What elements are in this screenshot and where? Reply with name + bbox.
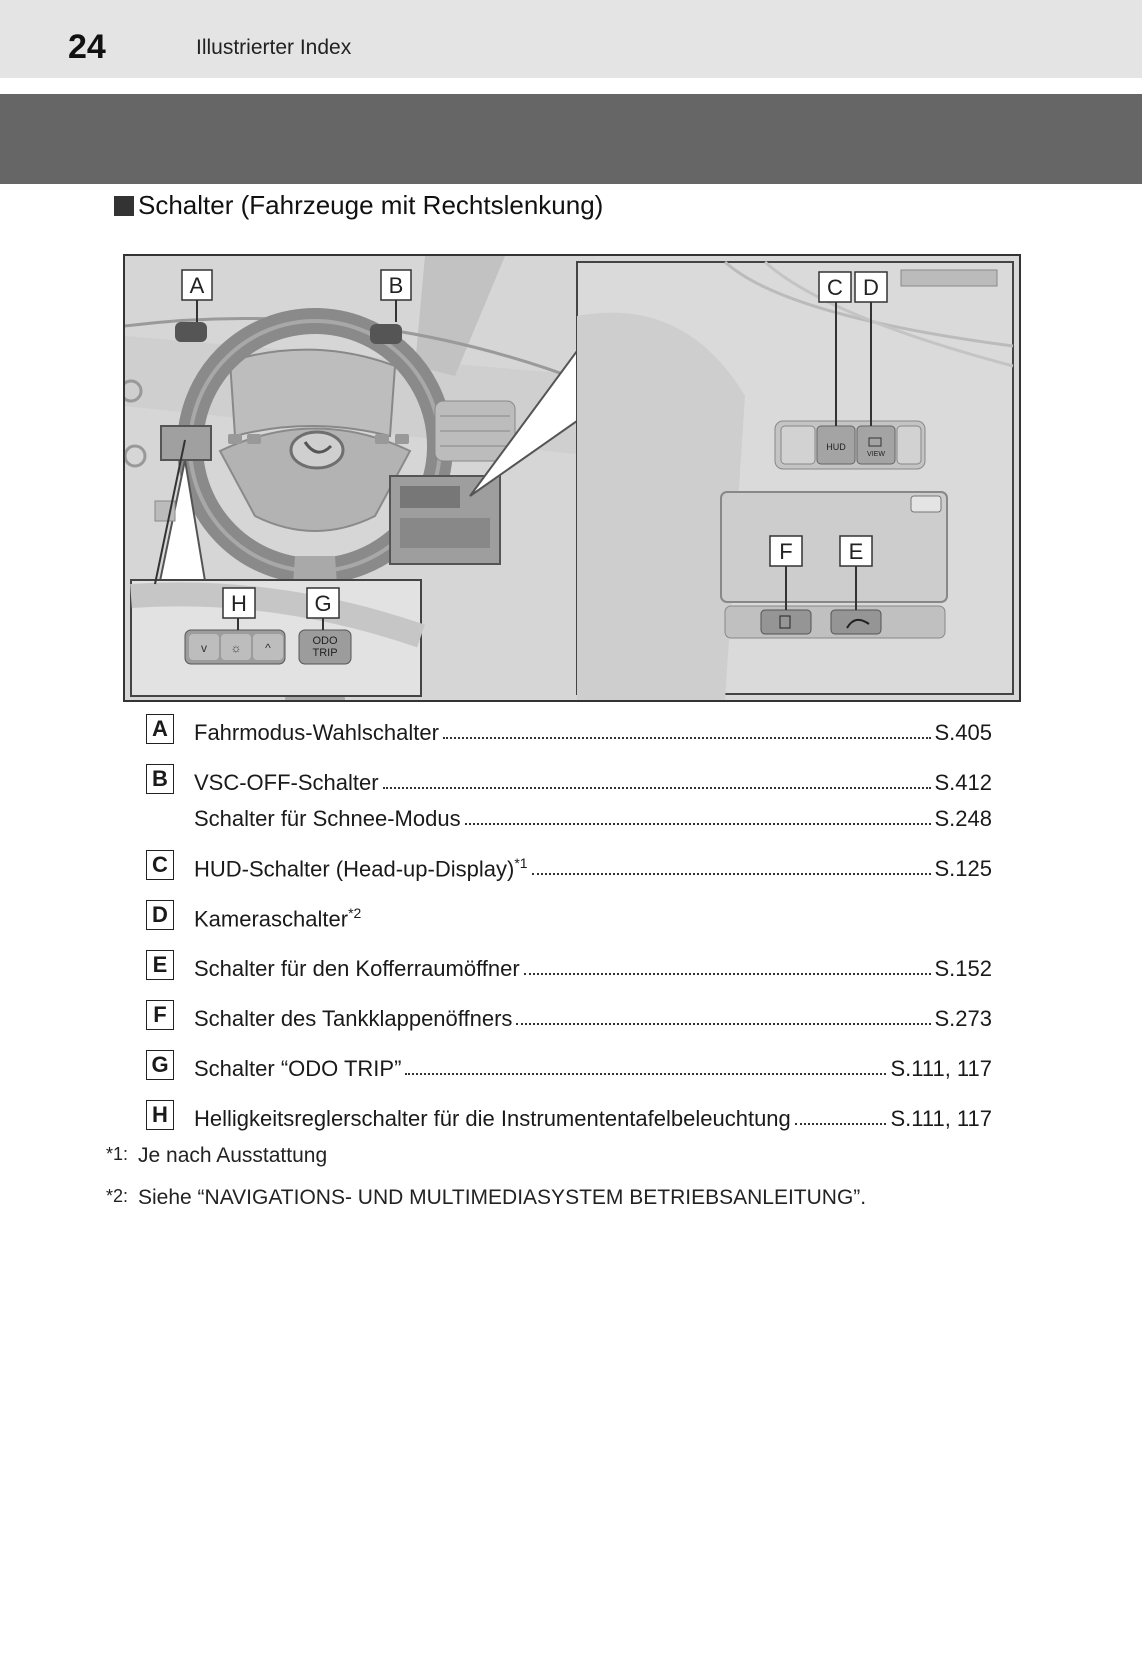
list-item: Schalter für Schnee-Modus S.248: [146, 800, 992, 832]
page-reference: S.405: [934, 720, 993, 745]
svg-text:v: v: [201, 641, 207, 655]
item-letter-badge: F: [146, 1000, 174, 1030]
footnote-marker: *2:: [106, 1186, 129, 1206]
view-label: VIEW: [867, 451, 885, 458]
leader-dots: [516, 1023, 931, 1025]
list-item: H Helligkeitsreglerschalter für die Inst…: [146, 1100, 992, 1132]
item-letter-badge: G: [146, 1050, 174, 1080]
page-reference: S.111, 117: [890, 1056, 992, 1081]
list-item: C HUD-Schalter (Head-up-Display)*1 S.125: [146, 850, 992, 882]
footnote-marker: *1:: [106, 1144, 129, 1164]
list-item: F Schalter des Tankklappenöffners S.273: [146, 1000, 992, 1032]
page-reference: S.152: [934, 956, 993, 981]
page-reference: S.412: [934, 770, 993, 795]
trip-label: TRIP: [312, 647, 337, 659]
callout-C-letter: C: [827, 275, 843, 300]
footnote-mark: *1: [514, 854, 528, 871]
callout-F-letter: F: [779, 539, 792, 564]
section-heading: Schalter (Fahrzeuge mit Rechtslenkung): [114, 190, 603, 221]
leader-dots: [405, 1073, 887, 1075]
page-reference: S.273: [934, 1006, 993, 1031]
heading-text: Schalter (Fahrzeuge mit Rechtslenkung): [138, 190, 604, 220]
dashboard-svg: v ☼ ^ ODO TRIP HUD VIEW: [125, 256, 1014, 700]
list-item: D Kameraschalter*2: [146, 900, 992, 932]
footnote-mark: *2: [348, 904, 362, 921]
footnote-text: Je nach Ausstattung: [138, 1144, 328, 1167]
callout-B: B: [380, 269, 412, 301]
item-letter-badge: A: [146, 714, 174, 744]
callout-H: H: [222, 587, 256, 619]
header-band: [0, 0, 1142, 78]
callout-E-letter: E: [849, 539, 864, 564]
item-letter-badge: B: [146, 764, 174, 794]
section-title: Illustrierter Index: [196, 36, 352, 59]
page-reference: S.125: [934, 856, 993, 881]
footnote-1: *1: Je nach Ausstattung: [106, 1144, 327, 1168]
callout-A-letter: A: [190, 273, 205, 298]
list-item: A Fahrmodus-Wahlschalter S.405: [146, 714, 992, 746]
item-label: Schalter für Schnee-Modus: [194, 806, 461, 831]
callout-D: D: [854, 271, 888, 303]
item-label: Schalter des Tankklappenöffners: [194, 1006, 513, 1031]
item-label: Helligkeitsreglerschalter für die Instru…: [194, 1106, 791, 1131]
callout-G-letter: G: [314, 591, 331, 616]
leader-dots: [531, 873, 931, 875]
item-letter-badge: E: [146, 950, 174, 980]
item-letter-badge: C: [146, 850, 174, 880]
item-label: Fahrmodus-Wahlschalter: [194, 720, 439, 745]
leader-dots: [382, 787, 931, 789]
leader-dots: [523, 973, 931, 975]
page-number: 24: [68, 28, 106, 66]
dashboard-illustration: v ☼ ^ ODO TRIP HUD VIEW: [123, 254, 1021, 702]
item-letter-badge: H: [146, 1100, 174, 1130]
leader-dots: [794, 1123, 887, 1125]
list-item: G Schalter “ODO TRIP” S.111, 117: [146, 1050, 992, 1082]
leader-dots: [442, 737, 931, 739]
footnote-text: Siehe “NAVIGATIONS- UND MULTIMEDIASYSTEM…: [138, 1186, 867, 1209]
heading-square-icon: [114, 195, 134, 216]
item-label: Schalter für den Kofferraumöffner: [194, 956, 520, 981]
page-reference: S.248: [934, 806, 993, 831]
svg-text:☼: ☼: [231, 641, 242, 655]
callout-H-letter: H: [231, 591, 247, 616]
hud-label: HUD: [826, 442, 846, 452]
item-label: VSC-OFF-Schalter: [194, 770, 379, 795]
callout-B-letter: B: [389, 273, 404, 298]
item-label: Kameraschalter*2: [194, 904, 362, 931]
svg-text:^: ^: [265, 641, 271, 655]
callout-F: F: [769, 535, 803, 567]
list-item: B VSC-OFF-Schalter S.412: [146, 764, 992, 796]
odo-label: ODO: [312, 635, 338, 647]
item-label: Schalter “ODO TRIP”: [194, 1056, 402, 1081]
callout-E: E: [839, 535, 873, 567]
callout-D-letter: D: [863, 275, 879, 300]
list-item: E Schalter für den Kofferraumöffner S.15…: [146, 950, 992, 982]
leader-dots: [464, 823, 931, 825]
footnote-2: *2: Siehe “NAVIGATIONS- UND MULTIMEDIASYS…: [106, 1186, 866, 1210]
page-reference: S.111, 117: [890, 1106, 992, 1131]
callout-C: C: [818, 271, 852, 303]
callout-A: A: [181, 269, 213, 301]
chapter-band: [0, 94, 1142, 184]
callout-G: G: [306, 587, 340, 619]
switch-index-list: A Fahrmodus-Wahlschalter S.405 B VSC-OFF…: [146, 714, 992, 1132]
item-letter-badge: D: [146, 900, 174, 930]
item-label: HUD-Schalter (Head-up-Display)*1: [194, 854, 528, 881]
